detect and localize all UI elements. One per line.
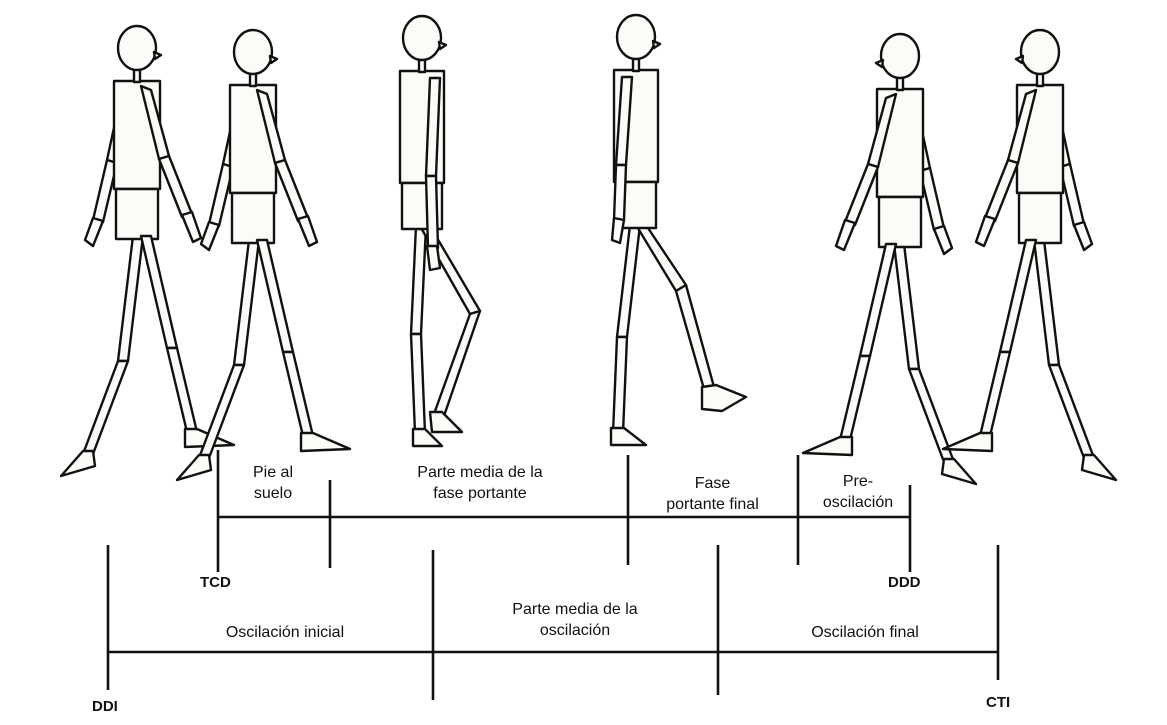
phase-terminal-stance-line-1: Fase — [645, 473, 780, 494]
phase-pie-al-suelo: Pie al suelo — [236, 462, 310, 504]
walker-figure-5 — [803, 34, 976, 484]
walker-figure-1 — [61, 26, 234, 476]
walker-figure-mid-stance — [400, 16, 480, 446]
phase-mid-stance-line-1: Parte media de la — [380, 462, 580, 483]
phase-mid-swing-line-2: oscilación — [475, 620, 675, 641]
phase-pre-oscilacion: Pre- oscilación — [808, 471, 908, 513]
marker-ddd: DDD — [888, 574, 921, 591]
phase-oscilacion-final: Oscilación final — [780, 622, 950, 643]
phase-parte-media-fase-portante: Parte media de la fase portante — [380, 462, 580, 504]
phase-pie-al-suelo-line-1: Pie al — [236, 462, 310, 483]
marker-ddi: DDI — [92, 698, 118, 715]
phase-pre-swing-line-2: oscilación — [808, 492, 908, 513]
phase-fase-portante-final: Fase portante final — [645, 473, 780, 515]
phase-pre-swing-line-1: Pre- — [808, 471, 908, 492]
phase-mid-swing-line-1: Parte media de la — [475, 599, 675, 620]
walker-figure-2 — [177, 30, 350, 480]
phase-oscilacion-inicial: Oscilación inicial — [195, 622, 375, 643]
marker-cti: CTI — [986, 694, 1010, 711]
phase-mid-stance-line-2: fase portante — [380, 483, 580, 504]
walker-figure-late-stance — [611, 15, 746, 445]
phase-terminal-stance-line-2: portante final — [645, 494, 780, 515]
walker-figure-6 — [943, 30, 1116, 480]
phase-parte-media-oscilacion: Parte media de la oscilación — [475, 599, 675, 641]
phase-pie-al-suelo-line-2: suelo — [236, 483, 310, 504]
marker-tcd: TCD — [200, 574, 231, 591]
